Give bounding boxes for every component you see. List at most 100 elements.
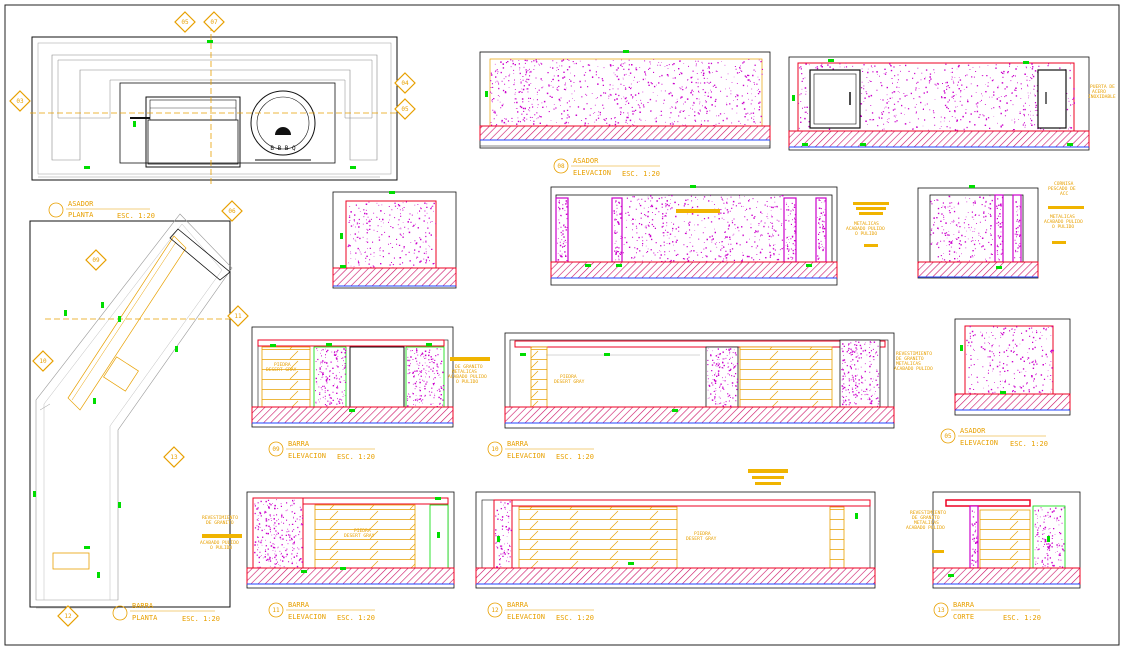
svg-text:PLANTA: PLANTA bbox=[68, 211, 94, 219]
svg-text:BARRA: BARRA bbox=[953, 601, 975, 609]
svg-text:13: 13 bbox=[170, 454, 178, 461]
granite-speckle bbox=[971, 510, 978, 566]
svg-text:07: 07 bbox=[210, 19, 218, 26]
svg-text:ELEVACION: ELEVACION bbox=[288, 452, 326, 460]
svg-text:ELEVACION: ELEVACION bbox=[573, 169, 611, 177]
svg-text:03: 03 bbox=[16, 98, 24, 105]
section-marker-13: 13 bbox=[163, 446, 185, 468]
svg-text:BARRA: BARRA bbox=[288, 440, 310, 448]
grill-label: B B B Q bbox=[270, 145, 296, 152]
svg-text:12: 12 bbox=[491, 607, 499, 614]
title-elevation-10: 10 BARRA ELEVACION ESC. 1:20 bbox=[487, 440, 594, 461]
sheet-border bbox=[4, 4, 1120, 646]
svg-text:BARRA: BARRA bbox=[507, 601, 529, 609]
section-marker-12: 12 bbox=[57, 605, 79, 627]
svg-text:ESC. 1:20: ESC. 1:20 bbox=[117, 212, 155, 220]
granite-speckle bbox=[613, 200, 622, 261]
svg-text:ELEVACION: ELEVACION bbox=[288, 613, 326, 621]
svg-text:ESC. 1:20: ESC. 1:20 bbox=[182, 615, 220, 623]
svg-text:05: 05 bbox=[401, 106, 409, 113]
title-elevation-12: 12 BARRA ELEVACION ESC. 1:20 bbox=[487, 601, 594, 622]
svg-text:09: 09 bbox=[272, 446, 280, 453]
svg-text:ESC. 1:20: ESC. 1:20 bbox=[556, 614, 594, 622]
granite-speckle bbox=[557, 199, 568, 261]
title-elevation-09: 09 BARRA ELEVACION ESC. 1:20 bbox=[268, 440, 375, 461]
title-elevation-08: 08 ASADOR ELEVACION ESC. 1:20 bbox=[553, 157, 660, 178]
svg-text:ESC. 1:20: ESC. 1:20 bbox=[622, 170, 660, 178]
svg-text:05: 05 bbox=[181, 19, 189, 26]
elevation-08 bbox=[479, 51, 771, 149]
svg-text:ESC. 1:20: ESC. 1:20 bbox=[1003, 614, 1041, 622]
svg-text:BARRA: BARRA bbox=[507, 440, 529, 448]
svg-text:04: 04 bbox=[401, 80, 409, 87]
granite-speckle bbox=[785, 202, 797, 260]
section-marker-05b: 05 bbox=[394, 98, 416, 120]
section-marker-09: 09 bbox=[85, 249, 107, 271]
svg-text:ELEVACION: ELEVACION bbox=[507, 613, 545, 621]
svg-text:ELEVACION: ELEVACION bbox=[960, 439, 998, 447]
svg-text:ESC. 1:20: ESC. 1:20 bbox=[1010, 440, 1048, 448]
barra-plan-view bbox=[29, 213, 240, 609]
svg-text:09: 09 bbox=[92, 257, 100, 264]
granite-speckle bbox=[1014, 201, 1022, 259]
svg-text:06: 06 bbox=[228, 208, 236, 215]
svg-text:BARRA: BARRA bbox=[132, 602, 154, 610]
section-marker-10: 10 bbox=[32, 350, 54, 372]
svg-text:ASADOR: ASADOR bbox=[68, 200, 94, 208]
svg-text:13: 13 bbox=[937, 607, 945, 614]
elevation-05 bbox=[954, 318, 1071, 416]
section-marker-06: 06 bbox=[221, 200, 243, 222]
title-elevation-11: 11 BARRA ELEVACION ESC. 1:20 bbox=[268, 601, 375, 622]
svg-text:05: 05 bbox=[944, 433, 952, 440]
svg-text:ESC. 1:20: ESC. 1:20 bbox=[337, 614, 375, 622]
section-marker-03: 03 bbox=[9, 90, 31, 112]
granite-speckle bbox=[254, 499, 304, 568]
svg-text:PLANTA: PLANTA bbox=[132, 614, 158, 622]
svg-text:11: 11 bbox=[234, 313, 242, 320]
elevation-small-left bbox=[332, 191, 457, 289]
svg-text:BARRA: BARRA bbox=[288, 601, 310, 609]
granite-speckle bbox=[490, 59, 763, 127]
svg-text:10: 10 bbox=[491, 446, 499, 453]
section-marker-07: 07 bbox=[203, 11, 225, 33]
svg-text:CORTE: CORTE bbox=[953, 613, 974, 621]
title-section-13: 13 BARRA CORTE ESC. 1:20 bbox=[933, 601, 1041, 622]
granite-speckle bbox=[707, 348, 739, 407]
title-elevation-05: 05 ASADOR ELEVACION ESC. 1:20 bbox=[940, 427, 1048, 448]
granite-speckle bbox=[407, 348, 445, 408]
svg-text:11: 11 bbox=[272, 607, 280, 614]
title-asador-planta: ASADOR PLANTA ESC. 1:20 bbox=[48, 200, 155, 220]
svg-text:ASADOR: ASADOR bbox=[573, 157, 599, 165]
svg-text:08: 08 bbox=[557, 163, 565, 170]
granite-speckle bbox=[841, 341, 880, 407]
section-marker-11: 11 bbox=[227, 305, 249, 327]
title-barra-planta: BARRA PLANTA ESC. 1:20 bbox=[112, 602, 220, 623]
svg-text:10: 10 bbox=[39, 358, 47, 365]
asador-plan-view: B B B Q bbox=[30, 25, 400, 185]
svg-text:ELEVACION: ELEVACION bbox=[507, 452, 545, 460]
section-marker-04: 04 bbox=[394, 72, 416, 94]
svg-text:ESC. 1:20: ESC. 1:20 bbox=[337, 453, 375, 461]
svg-text:ASADOR: ASADOR bbox=[960, 427, 986, 435]
section-marker-05a: 05 bbox=[174, 11, 196, 33]
